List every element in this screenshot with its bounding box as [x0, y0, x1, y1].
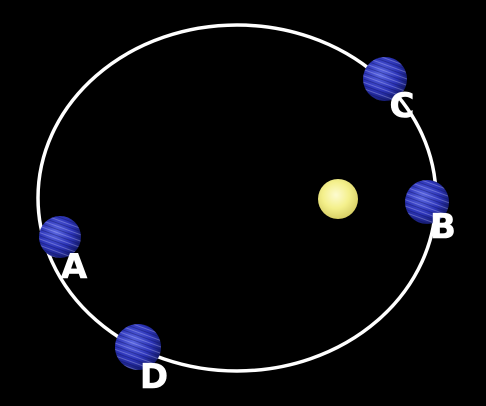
planet-label-a: A — [61, 247, 88, 287]
planet-c: C — [363, 57, 415, 126]
planet-d: D — [115, 324, 168, 397]
planet-label-b: B — [430, 207, 456, 247]
planet-label-d: D — [140, 357, 168, 397]
planet-a: A — [39, 216, 88, 287]
sun-icon — [318, 179, 358, 219]
planet-label-c: C — [390, 86, 415, 126]
planet-b: B — [405, 180, 456, 247]
